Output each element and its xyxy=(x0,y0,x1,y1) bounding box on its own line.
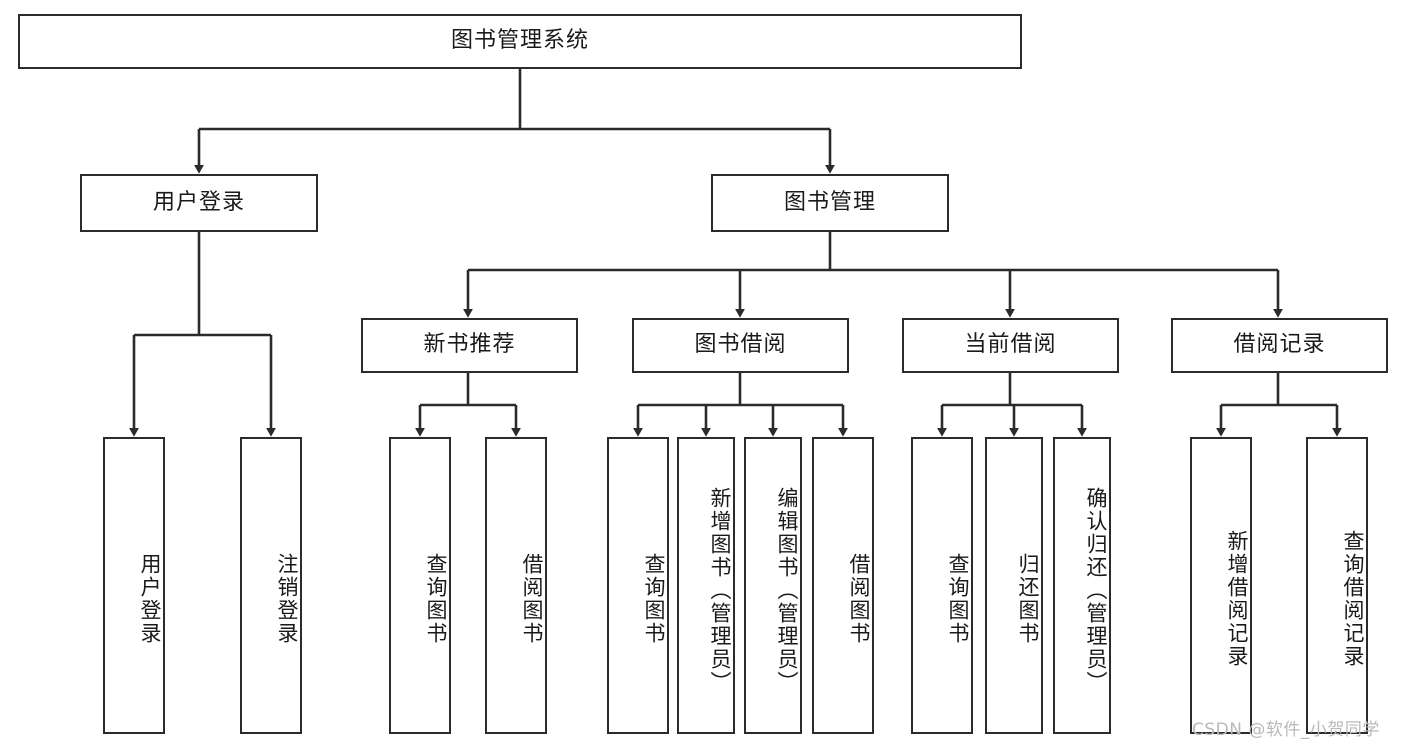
node-leaf-query-book-rec[interactable]: 查询图书 xyxy=(389,437,451,734)
node-leaf-borrow-book[interactable]: 借阅图书 xyxy=(812,437,874,734)
node-borrow-record[interactable]: 借阅记录 xyxy=(1171,318,1388,373)
node-leaf-confirm-return-admin[interactable]: 确认归还（管理员） xyxy=(1053,437,1111,734)
csdn-watermark: CSDN @软件_小贺同学 xyxy=(1192,720,1380,740)
node-leaf-user-logout[interactable]: 注销登录 xyxy=(240,437,302,734)
node-leaf-query-book-current[interactable]: 查询图书 xyxy=(911,437,973,734)
node-leaf-borrow-book-rec[interactable]: 借阅图书 xyxy=(485,437,547,734)
node-leaf-add-borrow-record[interactable]: 新增借阅记录 xyxy=(1190,437,1252,734)
node-leaf-add-book-admin[interactable]: 新增图书（管理员） xyxy=(677,437,735,734)
node-leaf-user-login[interactable]: 用户登录 xyxy=(103,437,165,734)
node-root[interactable]: 图书管理系统 xyxy=(18,14,1022,69)
node-leaf-query-borrow-record[interactable]: 查询借阅记录 xyxy=(1306,437,1368,734)
node-user-login[interactable]: 用户登录 xyxy=(80,174,318,232)
node-leaf-return-book[interactable]: 归还图书 xyxy=(985,437,1043,734)
node-book-manage[interactable]: 图书管理 xyxy=(711,174,949,232)
node-leaf-edit-book-admin[interactable]: 编辑图书（管理员） xyxy=(744,437,802,734)
node-book-borrow[interactable]: 图书借阅 xyxy=(632,318,849,373)
node-current-borrow[interactable]: 当前借阅 xyxy=(902,318,1119,373)
node-leaf-query-book-borrow[interactable]: 查询图书 xyxy=(607,437,669,734)
node-new-book-recommend[interactable]: 新书推荐 xyxy=(361,318,578,373)
